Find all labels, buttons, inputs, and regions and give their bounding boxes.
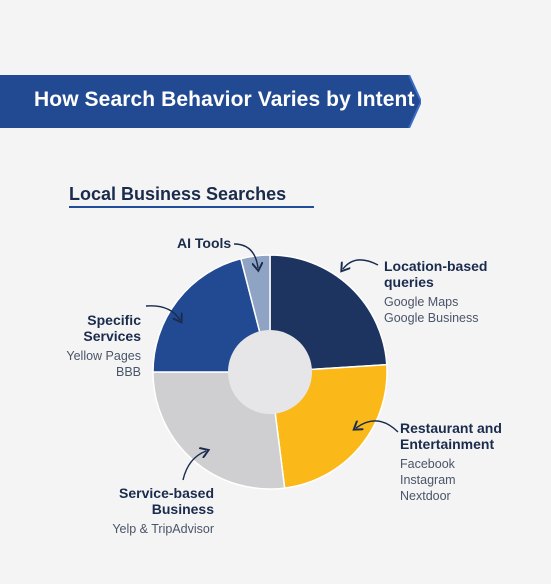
- slice-label: Location-based: [384, 258, 488, 274]
- donut-hole: [228, 330, 312, 414]
- title-banner: How Search Behavior Varies by Intent: [0, 75, 421, 128]
- slice-label: queries: [384, 274, 434, 290]
- slice-example: Facebook: [400, 457, 455, 471]
- slice-label: Services: [83, 328, 141, 344]
- arrow-service-based: [182, 451, 206, 481]
- slice-example: Google Business: [384, 311, 479, 325]
- arrow-restaurant: [356, 421, 399, 433]
- banner-title: How Search Behavior Varies by Intent: [34, 88, 415, 111]
- slice-example: Nextdoor: [400, 489, 451, 503]
- slice-example: BBB: [115, 365, 141, 379]
- slice-label: Restaurant and: [400, 420, 502, 436]
- label-specific-services: Specific Services Yellow Pages BBB: [66, 312, 141, 380]
- label-ai-tools: AI Tools: [177, 235, 231, 251]
- slice-example: Instagram: [400, 473, 456, 487]
- slice-label: Specific: [87, 312, 141, 328]
- slice-example: Yellow Pages: [66, 349, 141, 363]
- slice-label: Service-based: [119, 485, 214, 501]
- section-underline: [69, 206, 314, 208]
- label-location-based: Location-based queries Google Maps Googl…: [384, 258, 487, 326]
- slice-example: Yelp & TripAdvisor: [112, 522, 214, 536]
- arrow-specific-services: [145, 305, 180, 320]
- section-title: Local Business Searches: [69, 184, 287, 204]
- slice-label: Business: [151, 501, 214, 517]
- slice-label: AI Tools: [177, 235, 232, 251]
- arrow-ai-tools: [233, 243, 258, 268]
- arrow-location-based: [343, 259, 379, 269]
- label-restaurant: Restaurant and Entertainment Facebook In…: [400, 420, 502, 504]
- slice-example: Google Maps: [384, 295, 459, 309]
- slice-label: Entertainment: [400, 436, 495, 452]
- label-service-based: Service-based Business Yelp & TripAdviso…: [112, 485, 214, 537]
- banner-arrow-shape: [0, 75, 421, 128]
